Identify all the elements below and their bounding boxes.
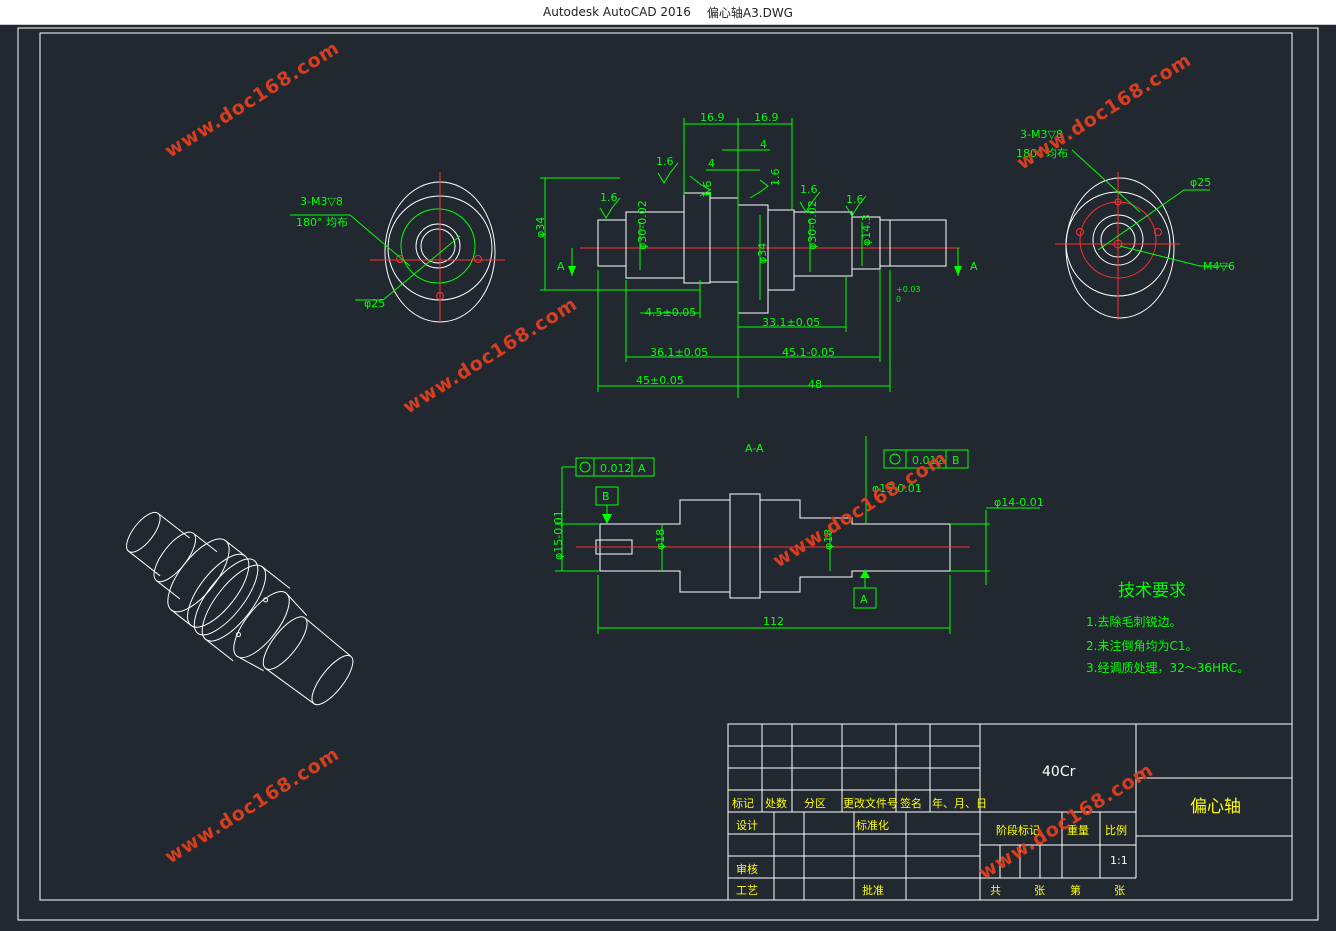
section-view-annotations [555, 436, 1040, 634]
isometric-shaft-view [126, 511, 354, 706]
left-end-view [290, 172, 505, 323]
tb-sheet-no: 第 [1070, 883, 1081, 897]
tb-header-date: 年、月、日 [932, 796, 987, 810]
sec-len-112: 112 [763, 615, 784, 628]
dim-phi30-a: φ30-0.02 [636, 200, 649, 250]
roughness-6: 1.6 [846, 193, 864, 206]
tol-right-datum: B [952, 454, 960, 467]
roughness-1: 1.6 [600, 191, 618, 204]
dim-45: 45±0.05 [636, 374, 684, 387]
tol-left-datum: A [638, 462, 646, 475]
section-mark-left: A [557, 260, 565, 273]
tech-req-title: 技术要求 [1118, 581, 1186, 601]
roughness-5: 1.6 [800, 183, 818, 196]
tech-req-item-2: 2.未注倒角均为C1。 [1086, 638, 1197, 653]
tb-header-zone: 分区 [804, 797, 826, 810]
tb-stage: 阶段标记 [996, 823, 1040, 837]
sec-phi14: φ14-0.01 [994, 496, 1044, 509]
watermark-2: www.doc168.com [1013, 49, 1196, 174]
dim-48: 48 [808, 378, 822, 391]
roughness-4: 1.6 [769, 169, 782, 187]
datum-a: A [860, 593, 868, 606]
dim-phi30-b: φ30-0.02 [806, 200, 819, 250]
title-block [727, 723, 1293, 901]
tol-left-value: 0.012 [600, 462, 632, 475]
tb-sheet-unit-2: 张 [1114, 884, 1125, 897]
tb-sheet-unit-1: 张 [1034, 884, 1045, 897]
watermark-3: www.doc168.com [399, 293, 582, 418]
dim-36-1: 36.1±0.05 [650, 346, 708, 359]
tol-right-value: 0.012 [912, 454, 944, 467]
tb-weight: 重量 [1067, 823, 1089, 837]
dim-4-b: 4 [760, 138, 767, 151]
tb-approve: 批准 [862, 883, 884, 897]
sec-phi15-left: φ15-0.01 [552, 510, 565, 560]
sec-phi18-a: φ18 [654, 529, 667, 550]
sheet-inner-border [39, 32, 1293, 901]
material: 40Cr [1042, 764, 1076, 780]
dim-4-5: 4.5±0.05 [645, 306, 696, 319]
left-view-dia: φ25 [364, 297, 385, 310]
dim-phi14: φ14.3 [860, 214, 873, 246]
file-name: 偏心轴A3.DWG [706, 5, 793, 20]
part-name: 偏心轴 [1190, 797, 1241, 817]
dim-tol-plus: +0.03 [896, 285, 921, 294]
dim-phi34-b: φ34 [756, 243, 769, 264]
roughness-2: 1.6 [656, 155, 674, 168]
dim-4-a: 4 [708, 157, 715, 170]
dim-phi34-left: φ34 [534, 217, 547, 238]
watermark-4: www.doc168.com [769, 447, 952, 572]
tb-scale-label: 比例 [1105, 823, 1127, 837]
tb-header-count: 处数 [765, 797, 787, 810]
section-title: A-A [745, 442, 764, 455]
tb-header-sign: 签名 [900, 796, 922, 810]
dim-33-1: 33.1±0.05 [762, 316, 820, 329]
drawing-svg[interactable]: 3-M3▽8 180° 均布 φ25 [0, 24, 1336, 927]
left-view-note-2: 180° 均布 [296, 216, 348, 229]
front-view-shaft [580, 192, 960, 314]
right-view-dia: φ25 [1190, 176, 1211, 189]
tb-header-doc: 更改文件号 [843, 796, 898, 810]
right-end-view [1055, 149, 1230, 320]
right-view-thread: M4▽6 [1203, 260, 1235, 273]
sheet-outer-border [17, 27, 1319, 921]
tb-header-mark: 标记 [732, 796, 754, 810]
tb-process: 工艺 [736, 884, 758, 897]
watermark-1: www.doc168.com [161, 37, 344, 162]
section-view-shape [576, 493, 970, 599]
watermark-5: www.doc168.com [161, 743, 344, 868]
sec-phi18-b: φ18 [822, 529, 835, 550]
right-view-note-2: 180° 均布 [1016, 147, 1068, 160]
tb-scale: 1:1 [1110, 854, 1128, 867]
dim-16-9-left: 16.9 [700, 111, 725, 124]
right-view-note-1: 3-M3▽8 [1020, 128, 1063, 141]
app-title: Autodesk AutoCAD 2016 [543, 5, 691, 19]
drawing-canvas[interactable]: 3-M3▽8 180° 均布 φ25 [0, 24, 1336, 927]
tb-design: 设计 [736, 819, 758, 832]
tech-req-item-3: 3.经调质处理，32～36HRC。 [1086, 661, 1249, 675]
title-bar: Autodesk AutoCAD 2016 偏心轴A3.DWG [0, 0, 1336, 25]
dim-16-9-right: 16.9 [754, 111, 779, 124]
front-view-dimensions [540, 118, 962, 398]
tb-sheet-total: 共 [990, 884, 1001, 897]
dim-45-1: 45.1-0.05 [782, 346, 835, 359]
datum-b: B [602, 490, 610, 503]
roughness-3: 1.6 [701, 181, 714, 199]
section-mark-right: A [970, 260, 978, 273]
left-view-note-1: 3-M3▽8 [300, 195, 343, 208]
tb-review: 审核 [736, 862, 758, 876]
dim-tol-zero: 0 [896, 295, 901, 304]
tb-standard: 标准化 [856, 818, 889, 832]
sec-phi15-top: φ15-0.01 [872, 482, 922, 495]
tech-req-item-1: 1.去除毛刺锐边。 [1086, 614, 1181, 629]
